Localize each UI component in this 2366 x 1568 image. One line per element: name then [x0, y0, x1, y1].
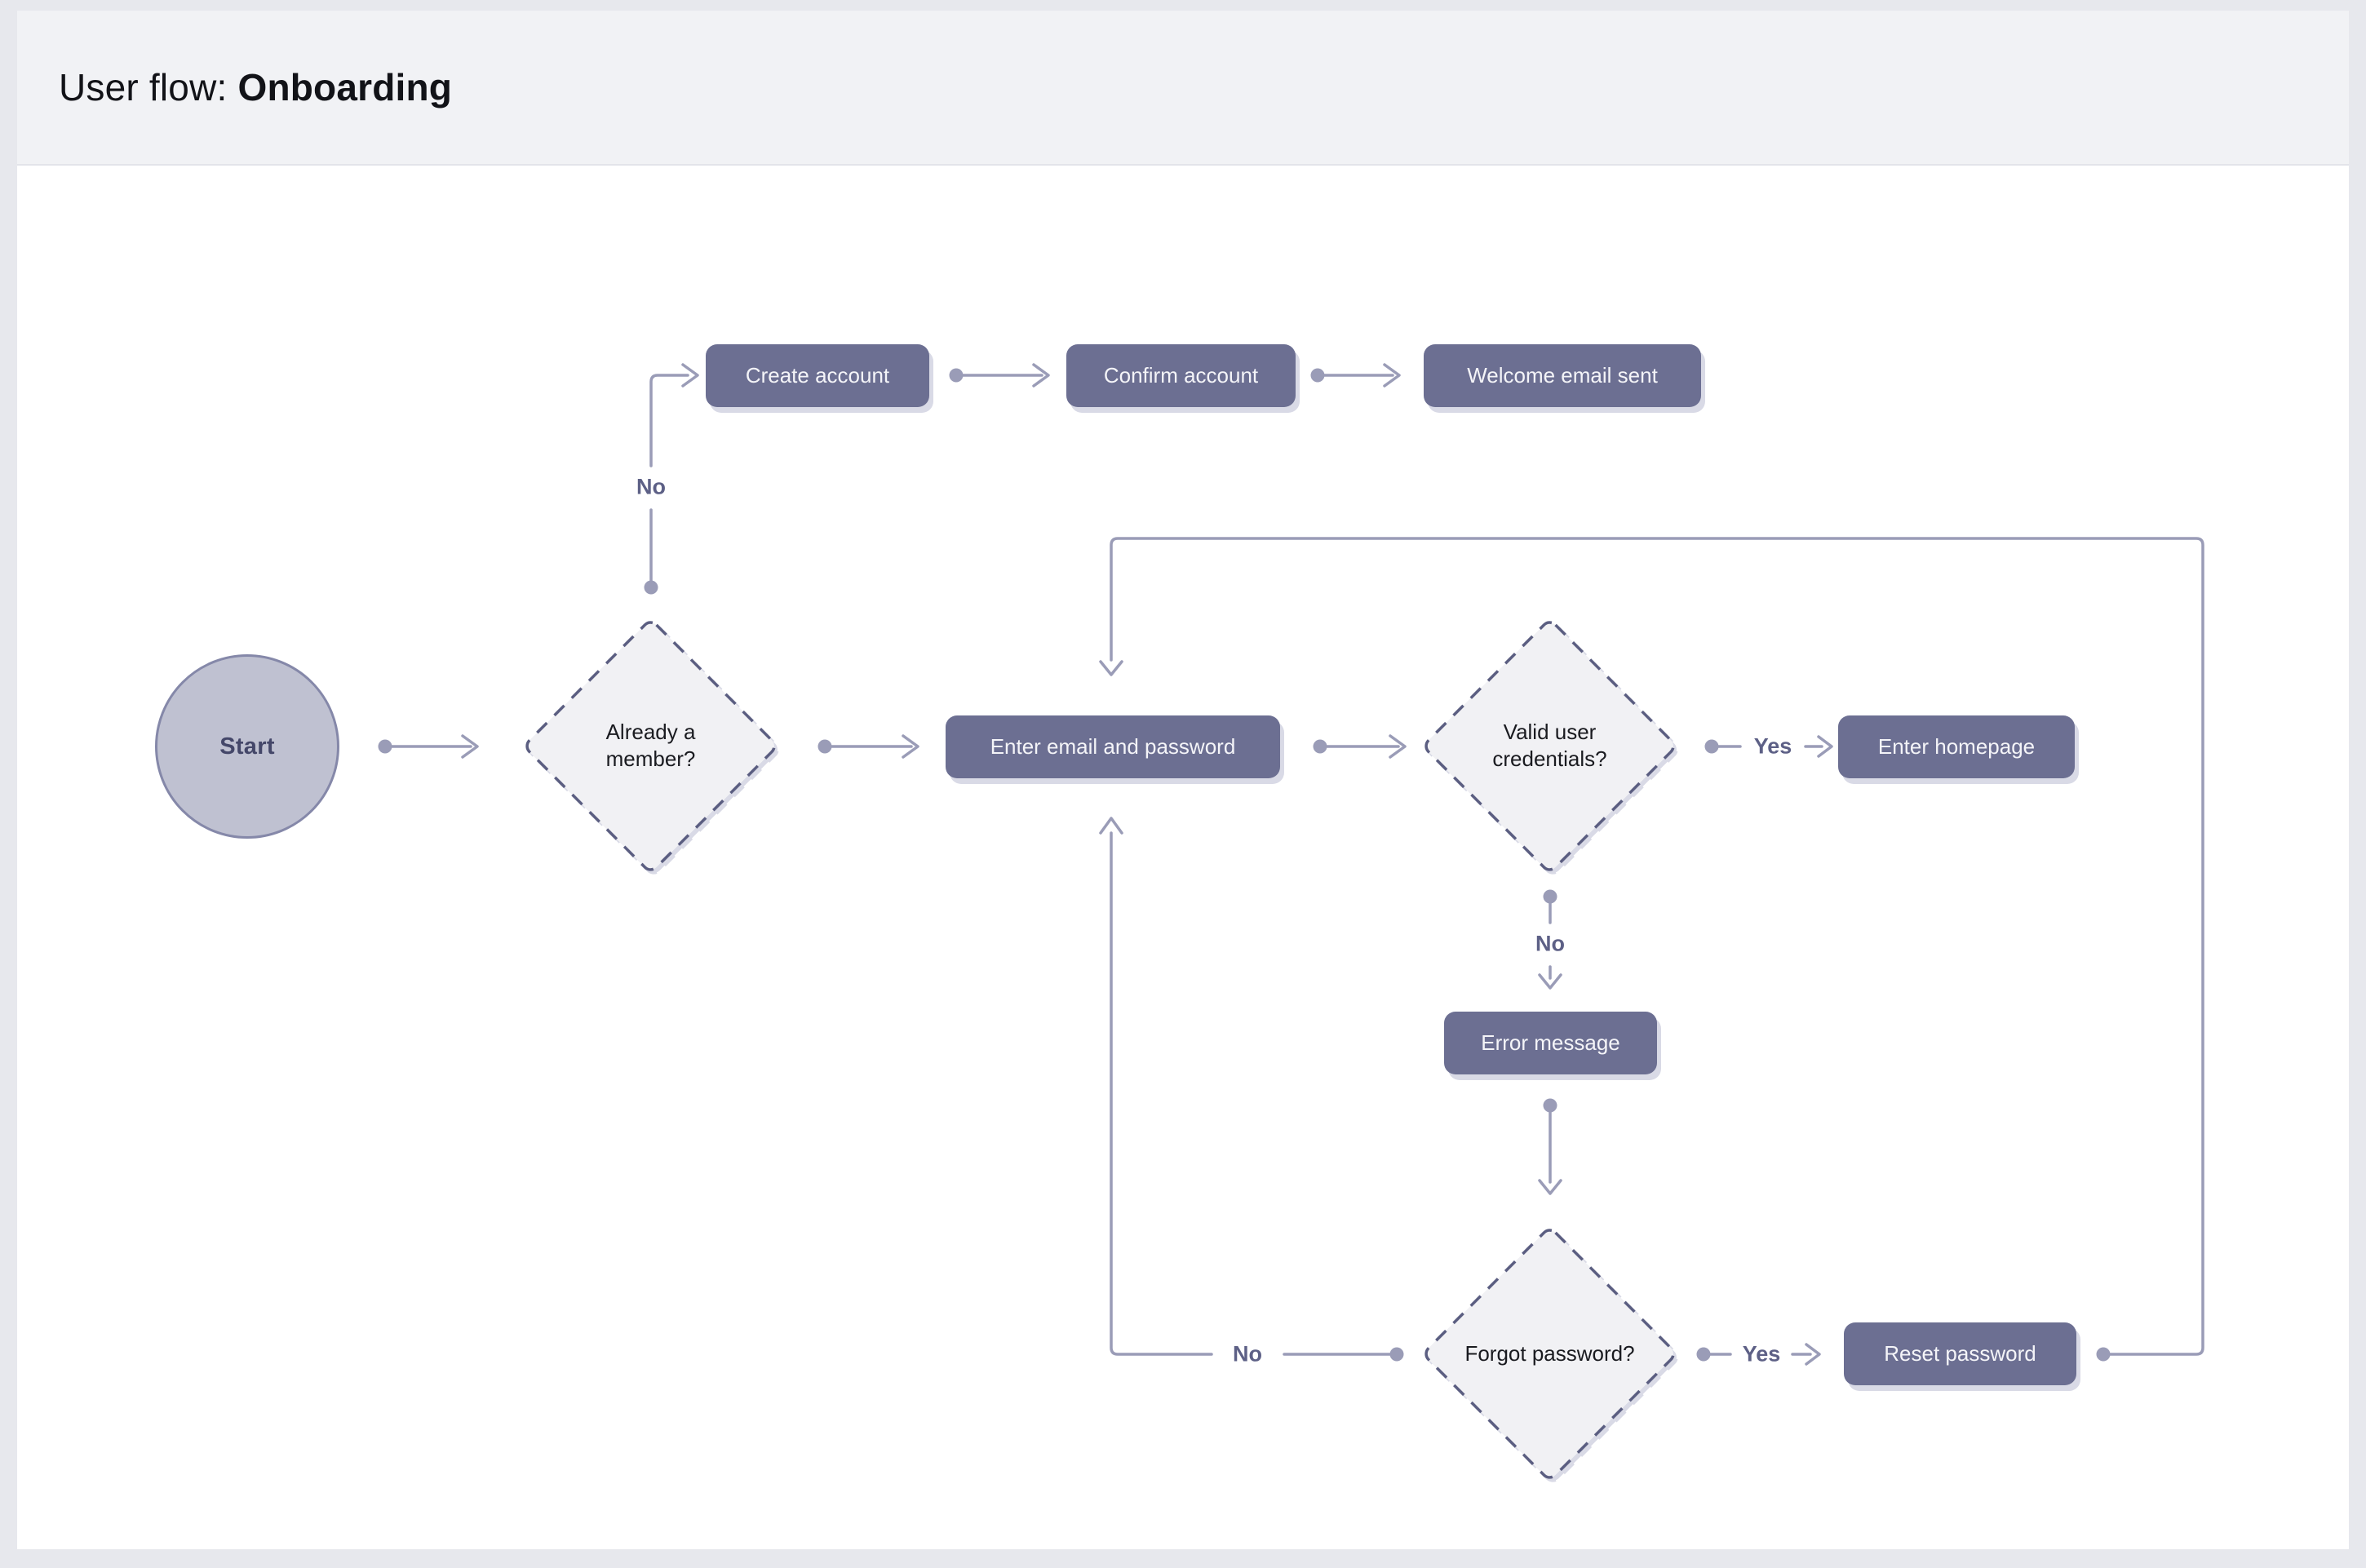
- node-already-member-label: Already a member?: [605, 719, 696, 772]
- diamond-shape-icon: [1424, 1229, 1675, 1479]
- node-enter-email-password-label: Enter email and password: [990, 734, 1236, 759]
- node-forgot-password-label: Forgot password?: [1464, 1340, 1635, 1366]
- node-start[interactable]: Start: [155, 654, 339, 839]
- node-confirm-account-label: Confirm account: [1103, 363, 1259, 388]
- node-create-account-label: Create account: [745, 363, 890, 388]
- edge-label-no-forgot: No: [1230, 1341, 1265, 1367]
- node-valid-credentials[interactable]: Valid user credentials?: [1423, 619, 1677, 873]
- node-enter-email-password[interactable]: Enter email and password: [946, 715, 1280, 778]
- page-title-highlight: Onboarding: [237, 66, 453, 109]
- page-title: User flow: Onboarding: [59, 65, 452, 109]
- edge-enter-email-to-valid: [1313, 734, 1407, 759]
- edge-create-to-confirm: [949, 363, 1050, 388]
- flow-canvas: Start Already a member? Create account C…: [17, 11, 2349, 1549]
- node-welcome-email-sent-label: Welcome email sent: [1467, 363, 1658, 388]
- node-enter-homepage[interactable]: Enter homepage: [1838, 715, 2075, 778]
- edge-already-to-enter-email: [817, 734, 919, 759]
- edge-label-yes-valid: Yes: [1750, 733, 1796, 760]
- node-reset-password[interactable]: Reset password: [1844, 1322, 2076, 1385]
- node-valid-credentials-label: Valid user credentials?: [1492, 719, 1607, 772]
- node-error-message[interactable]: Error message: [1444, 1012, 1657, 1074]
- node-create-account[interactable]: Create account: [706, 344, 929, 407]
- node-already-member[interactable]: Already a member?: [524, 619, 778, 873]
- edge-start-to-already: [378, 734, 479, 759]
- edge-label-no-already: No: [633, 474, 669, 500]
- title-bar: User flow: Onboarding: [17, 11, 2349, 166]
- page-title-prefix: User flow:: [59, 66, 228, 109]
- node-enter-homepage-label: Enter homepage: [1877, 734, 2036, 759]
- node-welcome-email-sent[interactable]: Welcome email sent: [1424, 344, 1701, 407]
- edge-forgot-no-to-enter-email: [1099, 817, 1404, 1362]
- node-reset-password-label: Reset password: [1884, 1341, 2036, 1366]
- diamond-shape-icon: [1424, 621, 1675, 871]
- edge-error-to-forgot: [1538, 1098, 1562, 1195]
- edge-label-yes-forgot: Yes: [1739, 1341, 1784, 1367]
- node-error-message-label: Error message: [1481, 1030, 1620, 1055]
- node-confirm-account[interactable]: Confirm account: [1066, 344, 1296, 407]
- diamond-shape-icon: [525, 621, 776, 871]
- edge-confirm-to-welcome: [1310, 363, 1401, 388]
- flow-panel: User flow: Onboarding: [17, 11, 2349, 1549]
- node-start-label: Start: [219, 733, 275, 760]
- edge-label-no-valid: No: [1532, 931, 1568, 957]
- connectors-layer: [378, 363, 2204, 1366]
- node-forgot-password[interactable]: Forgot password?: [1423, 1227, 1677, 1481]
